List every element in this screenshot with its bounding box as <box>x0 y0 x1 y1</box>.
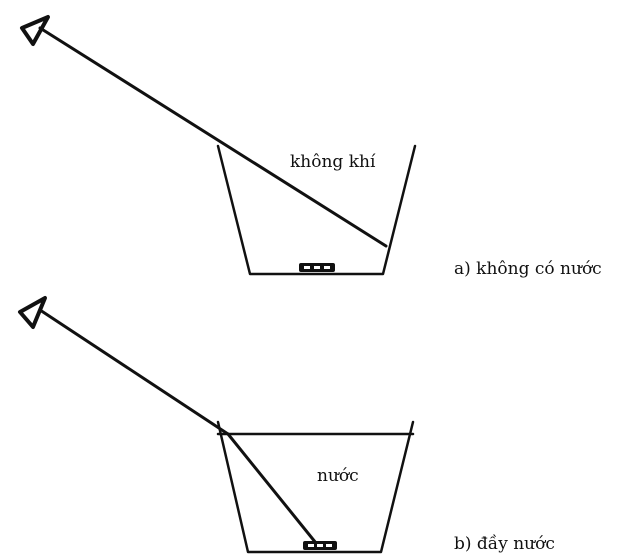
coin-icon <box>299 263 335 272</box>
coin-icon <box>303 541 337 550</box>
refracted-ray <box>226 432 322 550</box>
eye-icon <box>20 15 50 46</box>
medium-label-water: nước <box>317 466 359 486</box>
bowl-b <box>216 420 415 554</box>
caption-b: b) đầy nước <box>454 534 555 554</box>
incident-ray <box>38 308 230 436</box>
diagram-a: không khí a) không có nước <box>20 15 602 279</box>
diagram-b: nước b) đầy nước <box>18 296 555 554</box>
bowl-a <box>216 144 417 276</box>
medium-label-air: không khí <box>290 152 376 172</box>
sight-line-a <box>38 26 388 248</box>
eye-icon <box>18 296 47 329</box>
caption-a: a) không có nước <box>454 259 602 279</box>
